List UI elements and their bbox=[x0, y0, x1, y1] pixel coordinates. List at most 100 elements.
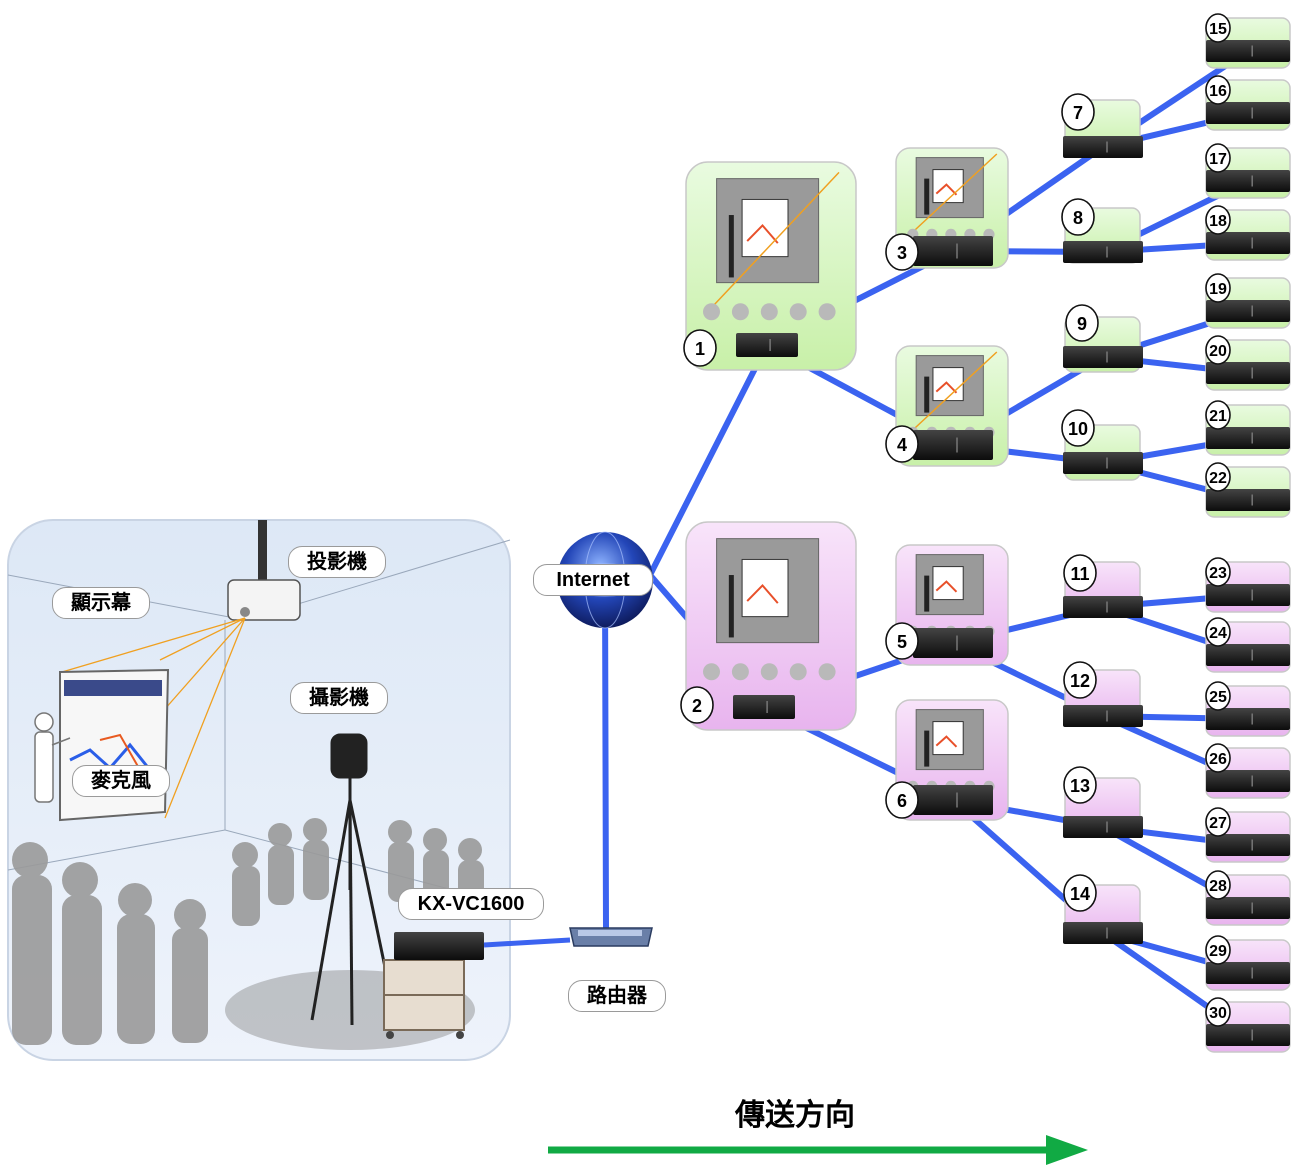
site-15: 15 bbox=[1205, 13, 1291, 69]
site-number-badge bbox=[1063, 554, 1097, 592]
site-number: 15 bbox=[1209, 21, 1227, 38]
site-number: 28 bbox=[1209, 878, 1227, 895]
site-3: 3 bbox=[885, 147, 1009, 271]
direction-label: 傳送方向 bbox=[735, 1099, 855, 1132]
kx-vc-device-icon bbox=[1063, 241, 1143, 263]
sites: 1234567891011121314151617181920212223242… bbox=[680, 13, 1291, 1053]
microphone-label: 麥克風 bbox=[72, 765, 170, 797]
site-number-badge bbox=[1205, 13, 1231, 43]
site-12: 12 bbox=[1063, 661, 1143, 727]
kx-vc-device-icon bbox=[1206, 897, 1290, 919]
chart-line-icon bbox=[746, 223, 779, 244]
audience-icon bbox=[789, 663, 807, 681]
presenter-icon bbox=[728, 215, 734, 278]
site-number-badge bbox=[1205, 743, 1231, 773]
audience-icon bbox=[731, 303, 749, 321]
presenter-icon bbox=[34, 712, 71, 803]
camera-label: 攝影機 bbox=[290, 682, 388, 714]
site-30: 30 bbox=[1205, 997, 1291, 1053]
audience-icon bbox=[818, 663, 836, 681]
site-number-badge bbox=[1205, 335, 1231, 365]
site-20: 20 bbox=[1205, 335, 1291, 391]
network-link bbox=[647, 342, 770, 578]
site-number-badge bbox=[885, 781, 919, 819]
site-number-badge bbox=[1205, 617, 1231, 647]
site-5: 5 bbox=[885, 544, 1009, 666]
kx-vc-device-icon bbox=[1063, 452, 1143, 474]
device-label: KX-VC1600 bbox=[398, 888, 544, 920]
site-number-badge bbox=[885, 233, 919, 271]
site-number: 14 bbox=[1070, 884, 1090, 904]
device-cart bbox=[383, 932, 484, 1039]
site-13: 13 bbox=[1063, 766, 1143, 838]
site-number: 23 bbox=[1209, 565, 1227, 582]
site-22: 22 bbox=[1205, 462, 1291, 518]
kx-vc-device-icon bbox=[913, 236, 993, 266]
kx-vc-device-icon bbox=[1206, 584, 1290, 606]
kx-vc-device-icon bbox=[1206, 300, 1290, 322]
audience-icon bbox=[760, 663, 778, 681]
site-23: 23 bbox=[1205, 557, 1291, 613]
presenter-icon bbox=[924, 575, 930, 612]
audience-icon bbox=[789, 303, 807, 321]
device-router-link bbox=[483, 937, 571, 948]
chart-line-icon bbox=[746, 583, 779, 604]
kx-vc-device-icon bbox=[1206, 427, 1290, 449]
kx-vc-device-icon bbox=[1206, 489, 1290, 511]
kx-vc-device-icon bbox=[1206, 708, 1290, 730]
audience-icon bbox=[731, 663, 749, 681]
kx-vc-device-icon bbox=[1206, 232, 1290, 254]
network-link bbox=[602, 577, 609, 933]
kx-vc-device-icon bbox=[1063, 136, 1143, 158]
router-label: 路由器 bbox=[568, 980, 666, 1012]
kx-vc-device-icon bbox=[913, 430, 993, 460]
site-number-badge bbox=[1205, 681, 1231, 711]
conference-room bbox=[7, 519, 511, 1061]
site-14: 14 bbox=[1063, 874, 1143, 944]
site-4: 4 bbox=[885, 345, 1009, 467]
kx-vc-device-icon bbox=[736, 333, 798, 357]
projector-label: 投影機 bbox=[288, 546, 386, 578]
site-number-badge bbox=[1063, 766, 1097, 804]
beam-icon bbox=[912, 351, 998, 431]
site-number: 1 bbox=[695, 339, 705, 359]
site-number-badge bbox=[1061, 198, 1095, 236]
chart-line-icon bbox=[935, 381, 958, 394]
site-28: 28 bbox=[1205, 870, 1291, 926]
chart-line-icon bbox=[935, 580, 958, 593]
router-icon bbox=[569, 927, 653, 947]
kx-vc-device-icon bbox=[1063, 596, 1143, 618]
site-number: 2 bbox=[692, 696, 702, 716]
site-17: 17 bbox=[1205, 143, 1291, 199]
site-number: 19 bbox=[1209, 281, 1227, 298]
slide-icon bbox=[932, 721, 964, 756]
site-29: 29 bbox=[1205, 935, 1291, 991]
kx-vc-device-icon bbox=[1206, 362, 1290, 384]
site-number-badge bbox=[1065, 304, 1099, 342]
site-number-badge bbox=[1205, 273, 1231, 303]
audience-icon bbox=[703, 303, 720, 321]
audience-icon bbox=[760, 303, 778, 321]
site-number-badge bbox=[1205, 205, 1231, 235]
projector-icon bbox=[227, 520, 301, 621]
site-26: 26 bbox=[1205, 743, 1291, 799]
site-8: 8 bbox=[1061, 198, 1143, 264]
site-number: 11 bbox=[1070, 564, 1089, 584]
site-number-badge bbox=[1205, 400, 1231, 430]
site-number-badge bbox=[1205, 870, 1231, 900]
chart-line-icon bbox=[935, 183, 958, 196]
site-number: 24 bbox=[1209, 625, 1227, 642]
site-10: 10 bbox=[1061, 409, 1143, 481]
site-number: 9 bbox=[1077, 314, 1087, 334]
site-11: 11 bbox=[1063, 554, 1143, 618]
site-25: 25 bbox=[1205, 681, 1291, 737]
kx-vc-device-icon bbox=[733, 695, 795, 719]
site-number: 27 bbox=[1209, 815, 1227, 832]
internet-label: Internet bbox=[533, 564, 653, 596]
site-number: 5 bbox=[897, 632, 907, 652]
chart-line-icon bbox=[935, 735, 958, 748]
kx-vc-device-icon bbox=[1206, 170, 1290, 192]
kx-vc-device-icon bbox=[1206, 962, 1290, 984]
site-number: 29 bbox=[1209, 943, 1227, 960]
site-number: 20 bbox=[1209, 343, 1227, 360]
